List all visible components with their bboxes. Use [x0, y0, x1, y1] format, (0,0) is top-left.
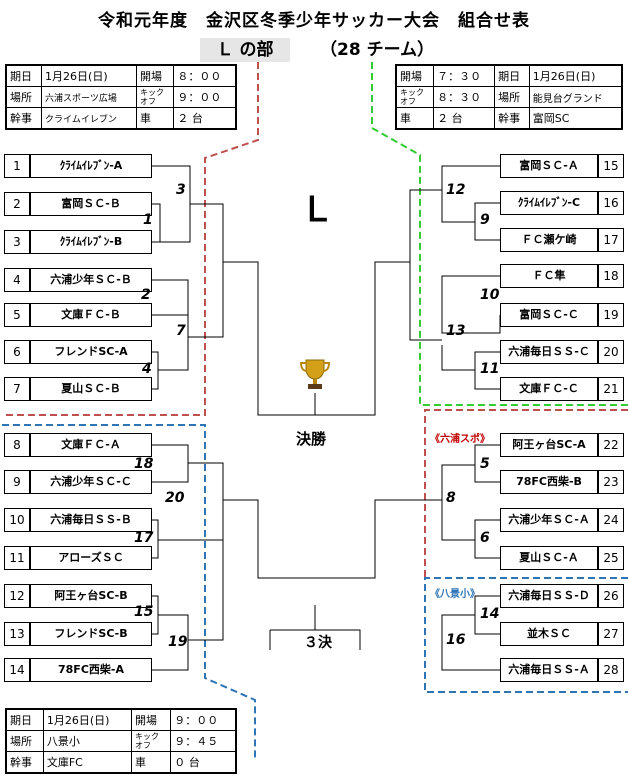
- team-number: 10: [4, 508, 30, 532]
- final-label: 決勝: [296, 430, 327, 448]
- team-number: 18: [598, 264, 624, 288]
- team-name: 夏山ＳＣ-Ａ: [500, 546, 598, 570]
- team-number: 22: [598, 433, 624, 457]
- team-number: 3: [4, 230, 30, 254]
- team-count: （28 チーム）: [320, 40, 435, 60]
- match-number: 19: [168, 634, 188, 650]
- team-number: 27: [598, 622, 624, 646]
- match-number: 13: [446, 323, 466, 339]
- match-number: 10: [480, 287, 500, 303]
- team-name: ｸﾗｲﾑｲﾚﾌﾞﾝ-B: [30, 230, 152, 254]
- match-number: 12: [446, 182, 466, 198]
- team-name: アローズＳＣ: [30, 546, 152, 570]
- team-name: 78FC西柴-B: [500, 470, 598, 494]
- team-number: 25: [598, 546, 624, 570]
- match-number: 6: [480, 530, 490, 546]
- team-name: 六浦毎日ＳＳ-Ｂ: [30, 508, 152, 532]
- team-name: 阿王ヶ台SC-B: [30, 584, 152, 608]
- third-place-label: ３決: [304, 635, 332, 651]
- match-number: 2: [141, 287, 151, 303]
- team-number: 15: [598, 154, 624, 178]
- section-label: Ｌ の部: [200, 38, 290, 62]
- match-number: 9: [480, 212, 490, 228]
- team-number: 7: [4, 377, 30, 401]
- team-name: 夏山ＳＣ-Ｂ: [30, 377, 152, 401]
- team-name: 文庫ＦＣ-Ａ: [30, 433, 152, 457]
- trophy-icon: [299, 359, 331, 389]
- team-number: 20: [598, 340, 624, 364]
- team-number: 4: [4, 268, 30, 292]
- team-number: 8: [4, 433, 30, 457]
- page-title: 令和元年度 金沢区冬季少年サッカー大会 組合せ表: [98, 11, 530, 31]
- team-number: 5: [4, 303, 30, 327]
- team-number: 21: [598, 377, 624, 401]
- team-name: ｸﾗｲﾑｲﾚﾌﾞﾝ-A: [30, 154, 152, 178]
- team-name: 文庫ＦＣ-Ｂ: [30, 303, 152, 327]
- match-number: 11: [480, 361, 500, 377]
- team-name: ＦＣ瀬ケ崎: [500, 228, 598, 252]
- team-name: 富岡ＳＣ-Ｃ: [500, 303, 598, 327]
- team-number: 24: [598, 508, 624, 532]
- match-number: 4: [142, 361, 152, 377]
- team-name: ｸﾗｲﾑｲﾚﾌﾞﾝ-C: [500, 191, 598, 215]
- team-name: 富岡ＳＣ-Ｂ: [30, 192, 152, 216]
- team-number: 12: [4, 584, 30, 608]
- team-number: 1: [4, 154, 30, 178]
- match-number: 3: [176, 182, 186, 198]
- team-name: フレンドSC-A: [30, 340, 152, 364]
- team-name: 78FC西柴-A: [30, 658, 152, 682]
- team-name: 阿王ヶ台SC-A: [500, 433, 598, 457]
- team-number: 26: [598, 584, 624, 608]
- team-name: 並木ＳＣ: [500, 622, 598, 646]
- team-number: 6: [4, 340, 30, 364]
- team-name: ＦＣ隼: [500, 264, 598, 288]
- team-name: 六浦少年ＳＣ-Ａ: [500, 508, 598, 532]
- match-number: 14: [480, 606, 500, 622]
- team-name: 文庫ＦＣ-Ｃ: [500, 377, 598, 401]
- match-number: 8: [446, 490, 456, 506]
- team-number: 11: [4, 546, 30, 570]
- team-name: 六浦少年ＳＣ-Ｃ: [30, 470, 152, 494]
- division-letter: Ｌ: [300, 190, 334, 230]
- venue-label-hakkei: 《八景小》: [430, 589, 480, 600]
- team-name: 六浦少年ＳＣ-Ｂ: [30, 268, 152, 292]
- match-number: 17: [134, 530, 154, 546]
- team-number: 19: [598, 303, 624, 327]
- team-number: 28: [598, 658, 624, 682]
- match-number: 5: [480, 456, 490, 472]
- team-number: 9: [4, 470, 30, 494]
- match-number: 18: [134, 456, 154, 472]
- match-number: 16: [446, 632, 466, 648]
- match-number: 20: [165, 490, 185, 506]
- team-name: 富岡ＳＣ-Ａ: [500, 154, 598, 178]
- team-name: 六浦毎日ＳＳ-Ｃ: [500, 340, 598, 364]
- team-name: フレンドSC-B: [30, 622, 152, 646]
- team-number: 17: [598, 228, 624, 252]
- team-name: 六浦毎日ＳＳ-Ｄ: [500, 584, 598, 608]
- venue-label-mutsuura: 《六浦スポ》: [430, 434, 490, 445]
- team-number: 13: [4, 622, 30, 646]
- team-number: 2: [4, 192, 30, 216]
- team-number: 23: [598, 470, 624, 494]
- match-number: 15: [134, 604, 154, 620]
- match-number: 7: [176, 323, 186, 339]
- team-name: 六浦毎日ＳＳ-Ａ: [500, 658, 598, 682]
- team-number: 14: [4, 658, 30, 682]
- team-number: 16: [598, 191, 624, 215]
- match-number: 1: [143, 212, 153, 228]
